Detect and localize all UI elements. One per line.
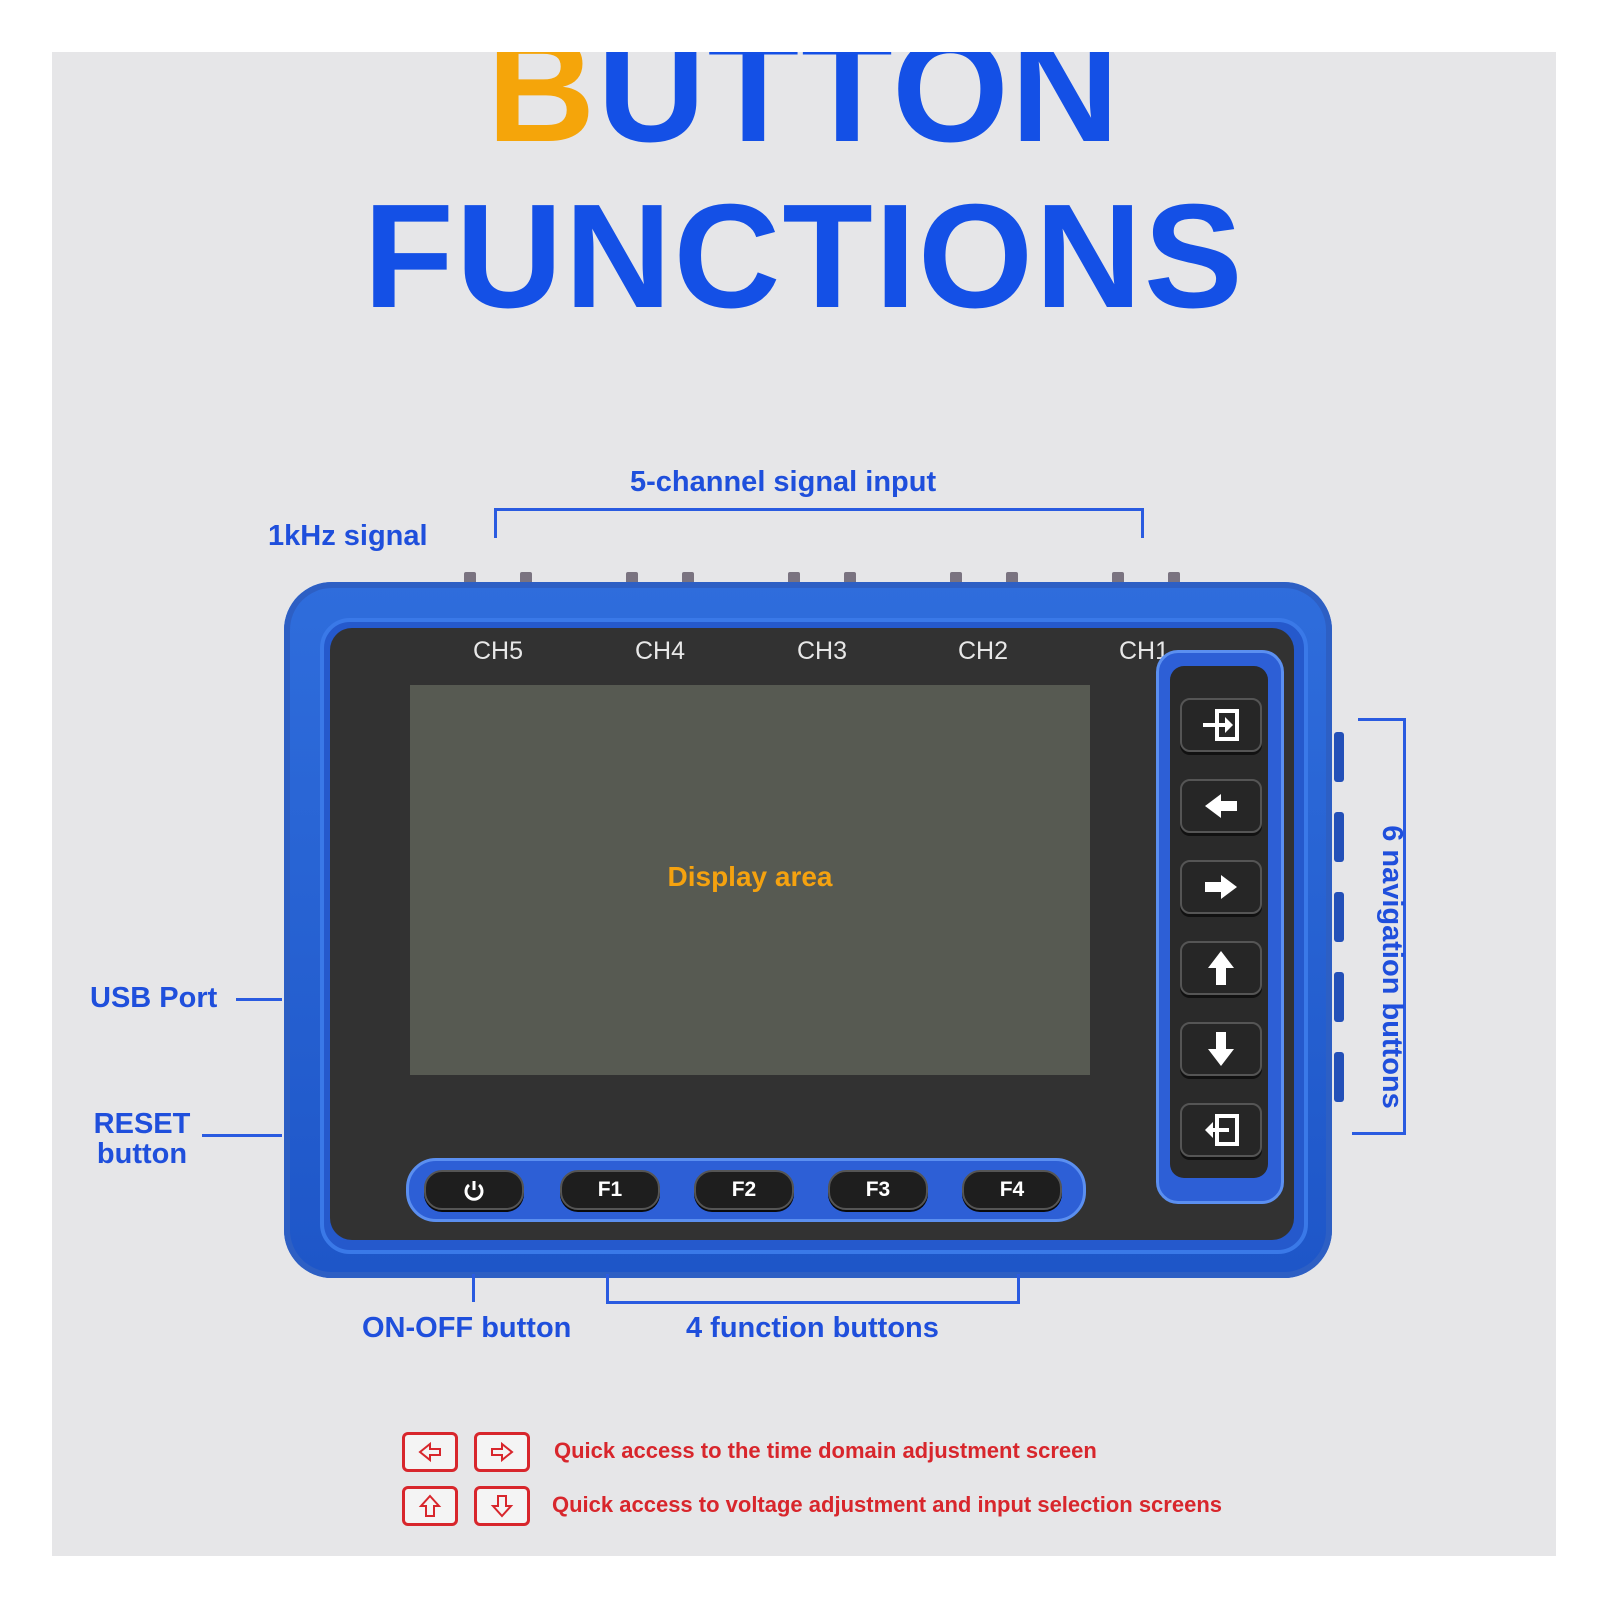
one-khz-label: 1kHz signal (268, 520, 428, 552)
usb-port-pointer (236, 998, 282, 1001)
legend-left-key (402, 1432, 458, 1472)
nav-exit-button[interactable] (1180, 1103, 1262, 1157)
arrow-left-icon (1205, 794, 1237, 818)
nav-right-button[interactable] (1180, 860, 1262, 914)
title-line-2: FUNCTIONS (363, 174, 1245, 339)
five-channel-bracket-left (494, 508, 497, 538)
nav-up-button[interactable] (1180, 941, 1262, 995)
six-nav-label: 6 navigation buttons (1376, 825, 1408, 1109)
nav-bracket-top (1358, 718, 1406, 721)
arrow-right-icon (1205, 875, 1237, 899)
side-grip (1334, 892, 1344, 942)
channel-label-ch5: CH5 (472, 637, 523, 665)
infographic-panel: BUTTON FUNCTIONS 5-channel signal input … (52, 52, 1556, 1556)
five-channel-bracket-right (1141, 508, 1144, 538)
arrow-up-icon (418, 1494, 442, 1517)
title-first-letter: B (486, 52, 598, 173)
title-line-1-rest: UTTON (597, 52, 1122, 173)
five-channel-bracket-top (494, 508, 1144, 511)
side-grip (1334, 732, 1344, 782)
nav-bracket-bottom (1352, 1132, 1406, 1135)
f1-button[interactable]: F1 (560, 1170, 660, 1210)
legend-text-time-domain: Quick access to the time domain adjustme… (554, 1438, 1097, 1463)
reset-label-line-2: button (96, 1138, 188, 1170)
channel-label-ch3: CH3 (796, 637, 847, 665)
power-icon (464, 1181, 484, 1201)
side-grip (1334, 1052, 1344, 1102)
reset-pointer (202, 1134, 282, 1137)
function-bracket-left (606, 1274, 609, 1304)
on-off-label: ON-OFF button (362, 1312, 572, 1344)
nav-left-button[interactable] (1180, 779, 1262, 833)
side-grip (1334, 972, 1344, 1022)
arrow-right-icon (491, 1441, 514, 1463)
legend-right-key (474, 1432, 530, 1472)
f3-button[interactable]: F3 (828, 1170, 928, 1210)
arrow-down-icon (1208, 1032, 1234, 1066)
reset-label-line-1: RESET (93, 1108, 191, 1140)
arrow-down-icon (490, 1495, 514, 1518)
function-bracket-right (1017, 1274, 1020, 1304)
legend-text-voltage: Quick access to voltage adjustment and i… (552, 1492, 1222, 1517)
legend-up-key (402, 1486, 458, 1526)
legend-down-key (474, 1486, 530, 1526)
f4-button[interactable]: F4 (962, 1170, 1062, 1210)
title-line-1: BUTTON (52, 52, 1556, 164)
on-off-pointer (472, 1274, 475, 1302)
display-area-label: Display area (667, 861, 833, 892)
nav-enter-button[interactable] (1180, 698, 1262, 752)
channel-label-ch2: CH2 (957, 637, 1008, 665)
exit-icon (1205, 1114, 1239, 1146)
enter-icon (1203, 709, 1239, 741)
power-button[interactable] (424, 1170, 524, 1210)
five-channel-label: 5-channel signal input (630, 466, 937, 498)
nav-down-button[interactable] (1180, 1022, 1262, 1076)
usb-port-label: USB Port (90, 982, 218, 1014)
nav-bracket-side (1403, 718, 1406, 1134)
display-area: Display area (410, 685, 1090, 1075)
four-function-label: 4 function buttons (686, 1312, 939, 1344)
arrow-up-icon (1208, 951, 1234, 985)
side-grip (1334, 812, 1344, 862)
channel-label-ch4: CH4 (634, 637, 685, 665)
function-bracket-bottom (606, 1301, 1020, 1304)
arrow-left-icon (418, 1441, 441, 1463)
f2-button[interactable]: F2 (694, 1170, 794, 1210)
